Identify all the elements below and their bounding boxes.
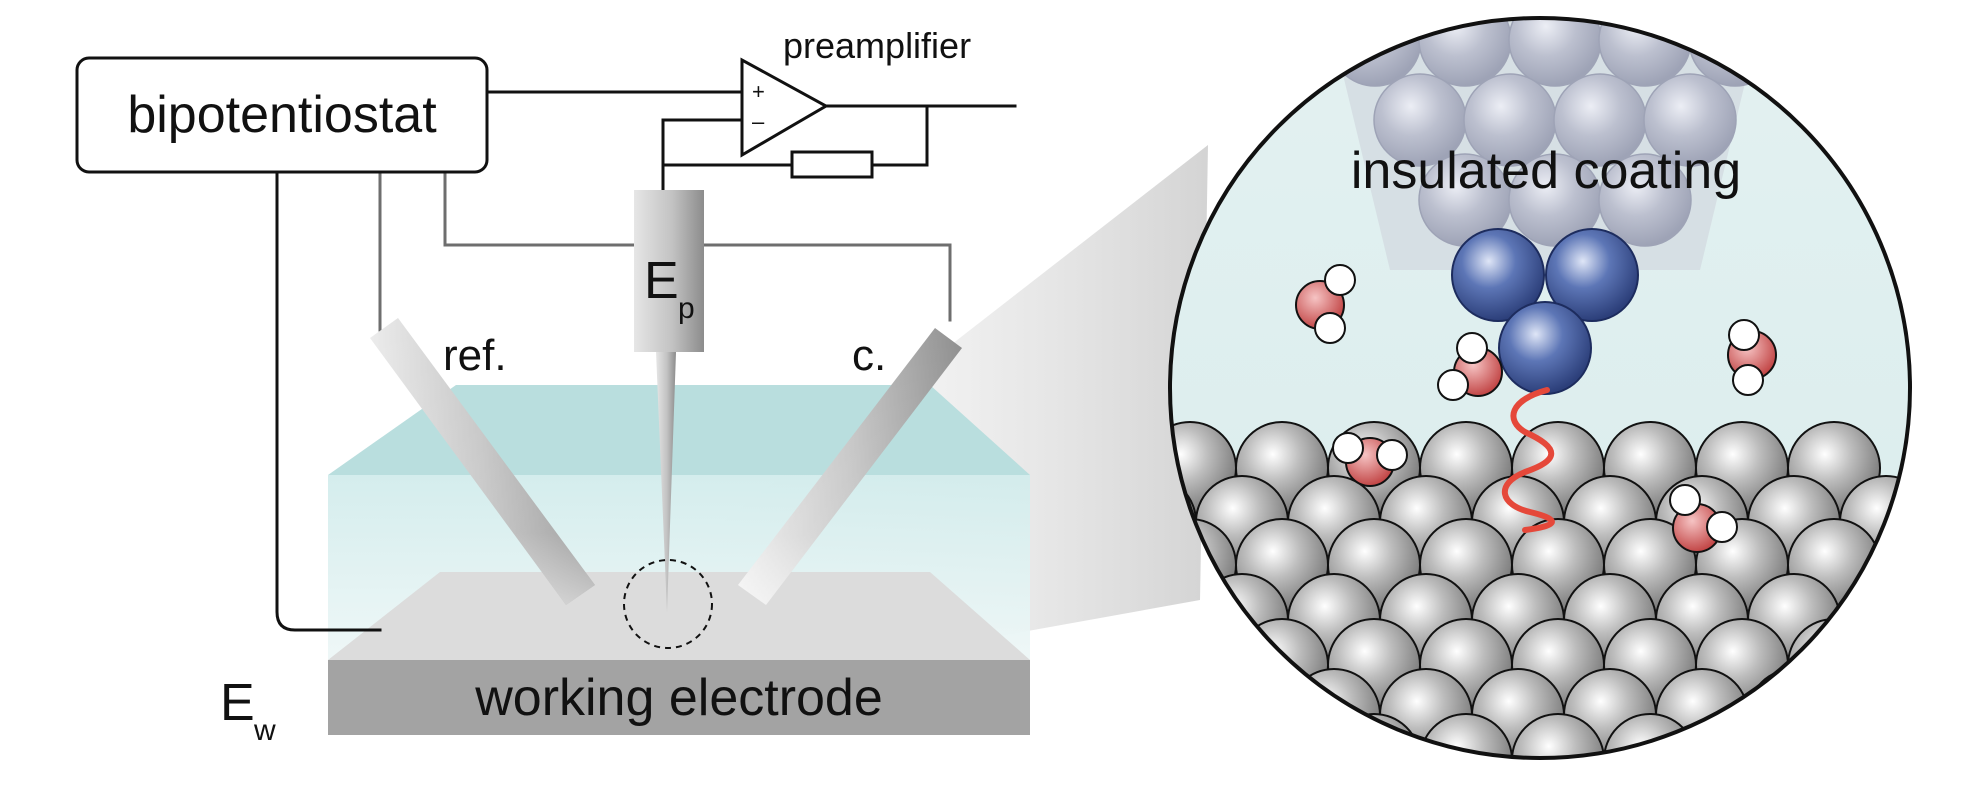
probe-needle: [656, 352, 676, 612]
working-potential-subscript: w: [253, 714, 276, 747]
tip-apex-atom: [1498, 301, 1592, 395]
feedback-resistor: [790, 150, 874, 179]
surface-atom: [1235, 713, 1329, 758]
water-molecules: [1295, 264, 1777, 553]
preamplifier-opamp: + –: [740, 57, 830, 158]
opamp-plus-sign: +: [752, 79, 765, 104]
surface-atom: [1195, 668, 1289, 758]
surface-atom: [1787, 713, 1881, 758]
preamplifier-label: preamplifier: [783, 25, 971, 66]
probe-body: [634, 190, 704, 352]
reference-label: ref.: [443, 331, 507, 380]
surface-atom: [1235, 618, 1329, 712]
tip-atoms: [1451, 228, 1639, 395]
hydrogen-atom: [1314, 312, 1346, 344]
probe-potential-subscript: p: [678, 292, 695, 325]
hydrogen-atom: [1456, 332, 1488, 364]
working-potential-label: E: [220, 674, 255, 732]
hydrogen-atom: [1332, 432, 1364, 464]
hydrogen-atom: [1437, 369, 1469, 401]
bipotentiostat-label: bipotentiostat: [127, 86, 437, 144]
hydrogen-atom: [1728, 319, 1760, 351]
bipotentiostat-box: [75, 56, 489, 174]
surface-atom: [1170, 668, 1197, 758]
coating-atom: [1418, 18, 1512, 87]
probe-tip: [634, 190, 704, 612]
zoom-region-marker: [623, 559, 713, 649]
tunneling-wave: [1502, 387, 1555, 533]
hydrogen-atom: [1732, 364, 1764, 396]
hydrogen-atom: [1669, 484, 1701, 516]
tip-atom: [1451, 228, 1545, 322]
surface-atom: [1419, 713, 1513, 758]
coating-atom: [1643, 73, 1737, 167]
surface-atom: [1511, 713, 1605, 758]
tip-atom: [1545, 228, 1639, 322]
hydrogen-atom: [1324, 264, 1356, 296]
working-electrode-block: [328, 660, 1030, 735]
surface-atom: [1787, 618, 1881, 712]
wire-feedback: [661, 104, 929, 167]
hydrogen-atom: [1376, 439, 1408, 471]
zoom-inset: [1168, 16, 1912, 760]
coating-atom: [1508, 18, 1602, 87]
surface-atom: [1839, 668, 1910, 758]
surface-atom: [1695, 713, 1789, 758]
coating-atom: [1598, 153, 1692, 247]
wire-opamp-minus: [661, 118, 744, 192]
surface-atom: [1170, 618, 1237, 712]
working-electrode-label: working electrode: [474, 669, 883, 727]
hydrogen-atom: [1706, 511, 1738, 543]
electrochemical-cell: [328, 385, 1030, 735]
probe-potential-label: E: [644, 252, 679, 310]
counter-label: c.: [852, 331, 886, 380]
insulating-coating-atoms: [1328, 18, 1782, 247]
wire-working: [275, 170, 382, 632]
zoom-inset-border: [1168, 16, 1912, 760]
surface-atom: [1839, 573, 1910, 667]
surface-atom: [1170, 713, 1237, 758]
insulated-coating-label: insulated coating: [1351, 142, 1741, 200]
surface-atom: [1655, 668, 1749, 758]
opamp-minus-sign: –: [752, 109, 765, 134]
reference-electrode: [370, 318, 595, 605]
electrode-top: [328, 572, 1030, 660]
counter-electrode: [738, 328, 962, 605]
